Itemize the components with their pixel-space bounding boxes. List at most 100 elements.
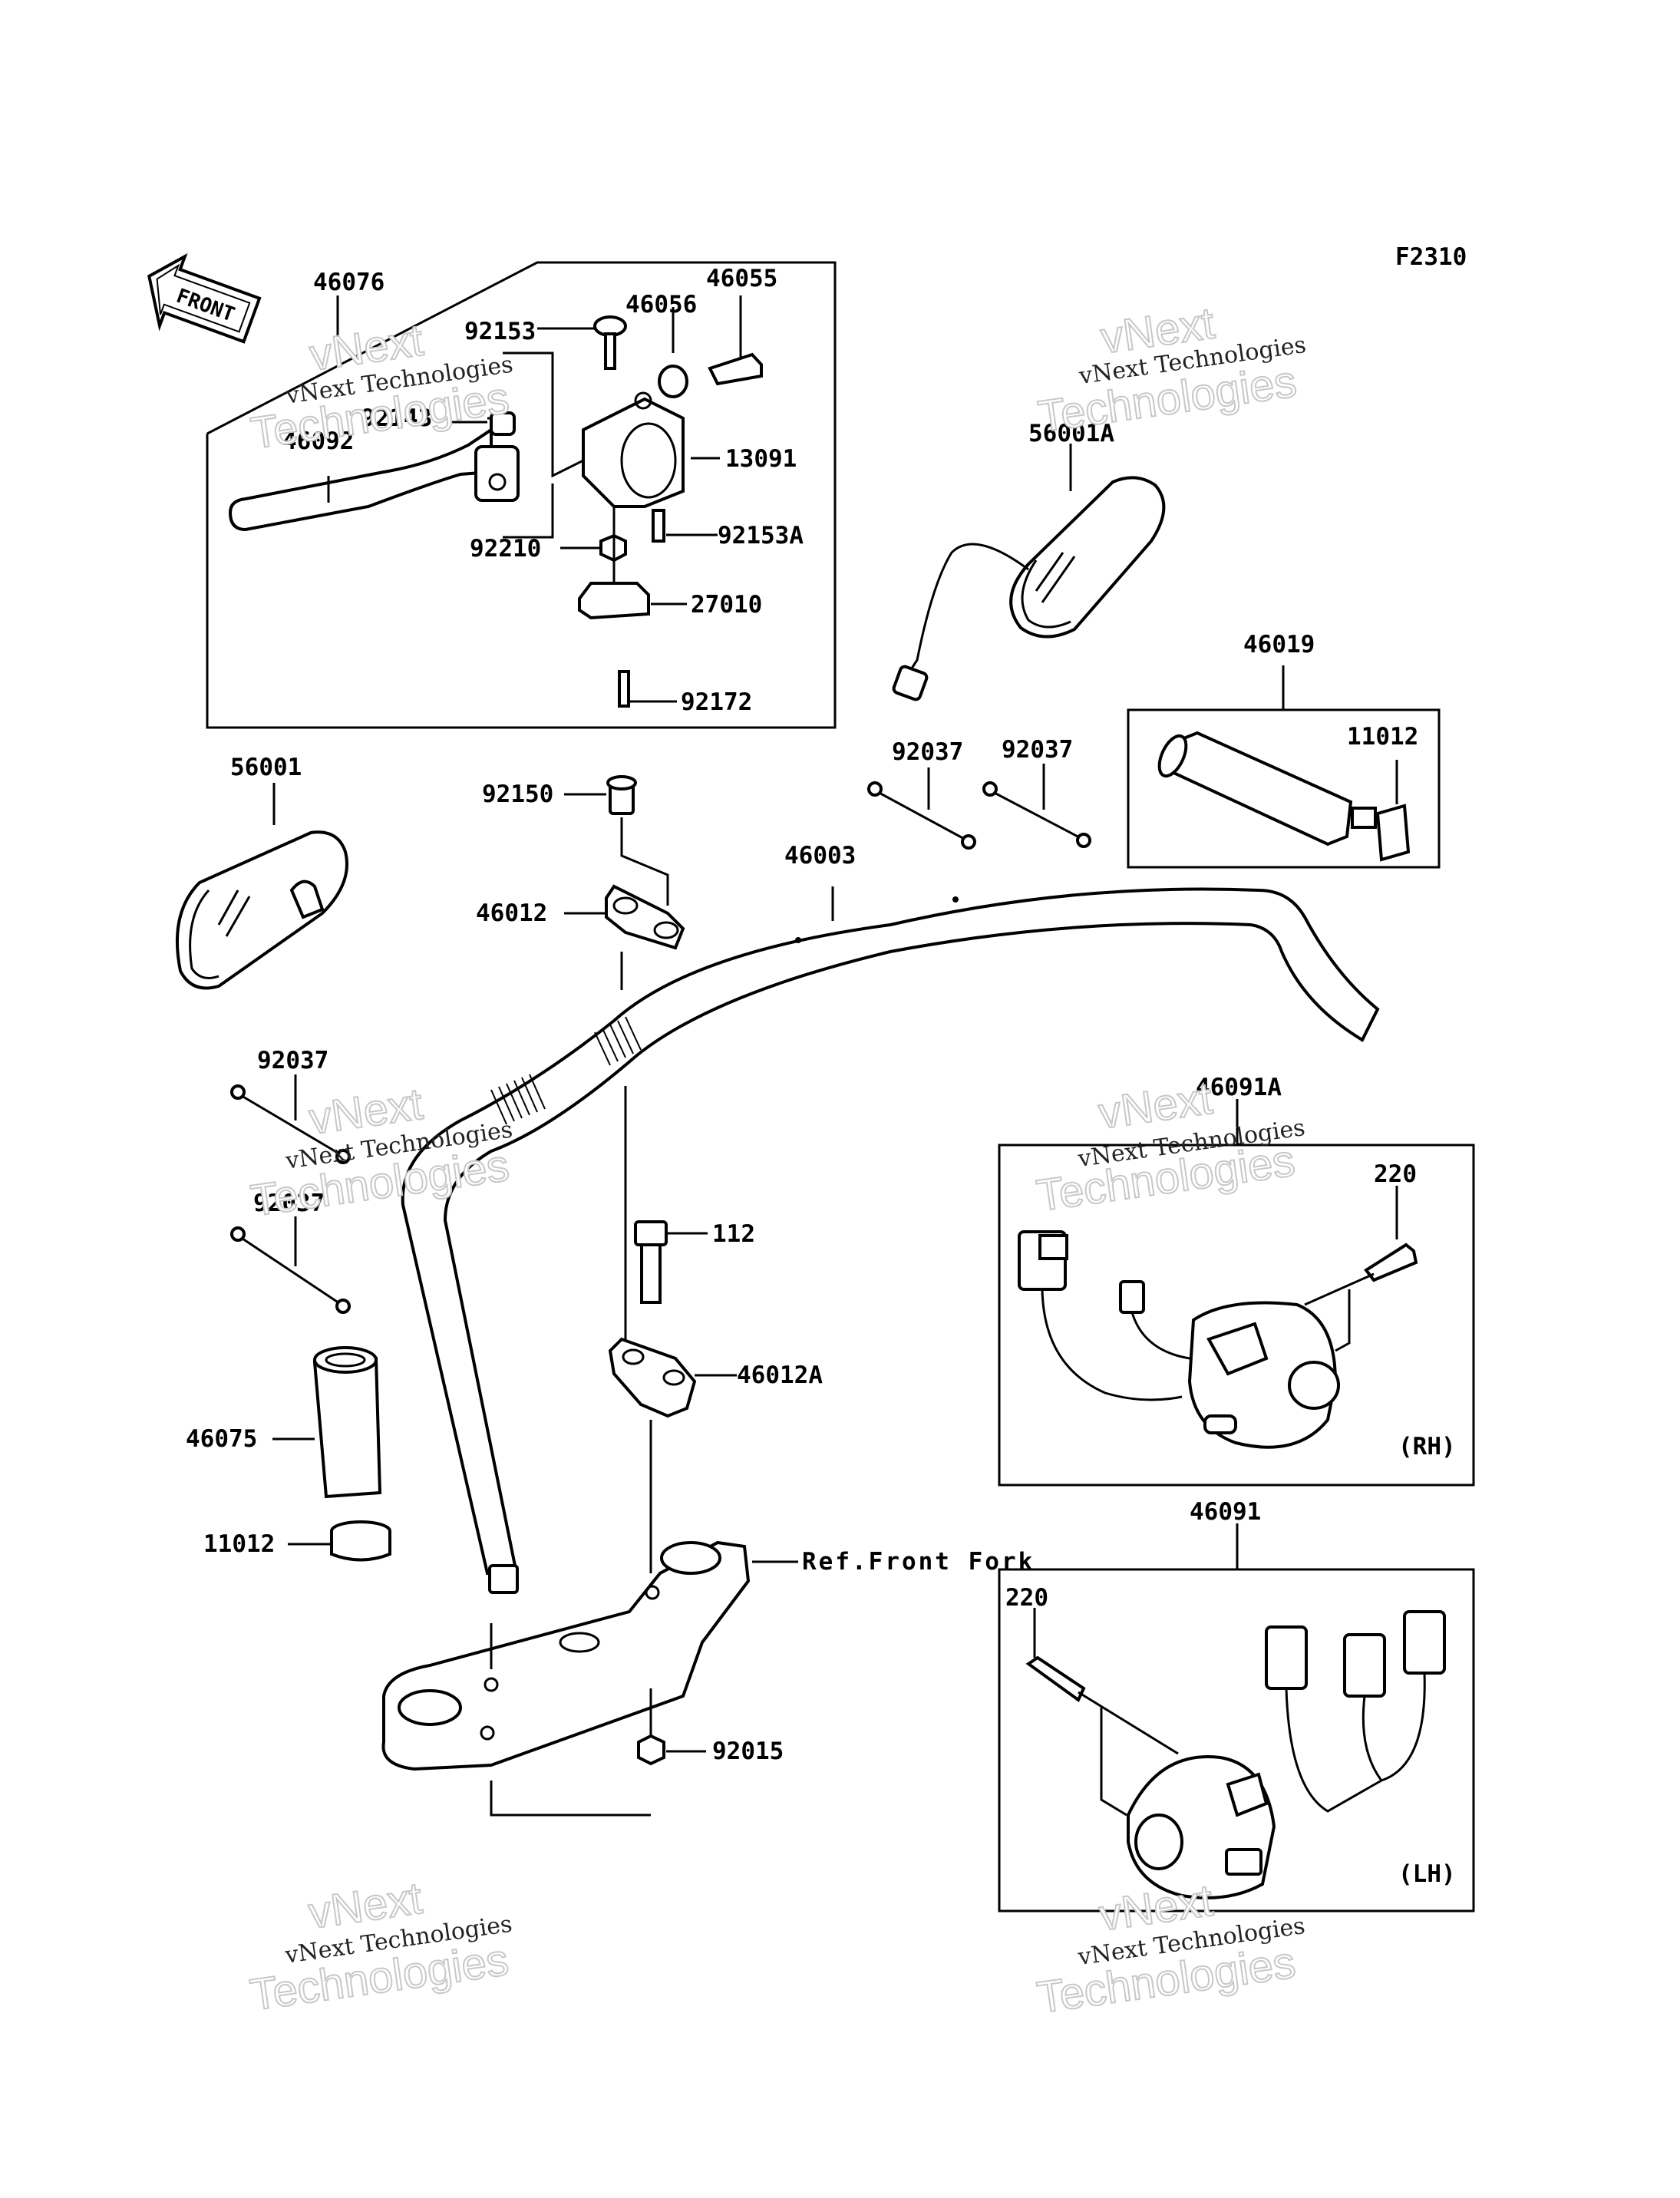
label-56001A: 56001A (1028, 420, 1114, 447)
triple-clamp-group: Ref.Front Fork 92015 (381, 1540, 1035, 1817)
label-92150: 92150 (482, 781, 553, 808)
triple-clamp (381, 1540, 751, 1771)
label-46055: 46055 (706, 265, 777, 292)
label-46012A: 46012A (737, 1361, 823, 1389)
holder-upper-group: 92150 46012 (476, 775, 685, 990)
label-92037-b: 92037 (1002, 736, 1073, 764)
lh-switch-bore (1134, 1814, 1183, 1870)
lever-pivot-hole (488, 473, 507, 491)
label-46091: 46091 (1190, 1498, 1261, 1526)
figure-code: F2310 (1395, 243, 1467, 271)
washer (658, 365, 688, 398)
holder-lower-bolt-head (634, 1220, 668, 1246)
watermark-tr: vNext Technologies vNext Technologies (1035, 297, 1308, 442)
holder-lower-group: 112 46012A (608, 1086, 823, 1573)
pivot-bolt-shank (604, 332, 616, 370)
handlebar-end (488, 1564, 519, 1594)
label-112: 112 (712, 1220, 755, 1248)
left-grip-group: 46075 11012 (186, 1346, 391, 1562)
rh-switch-bore (1288, 1361, 1340, 1410)
handlebar-group: 46003 (401, 842, 1380, 1594)
label-92143: 92143 (361, 404, 432, 432)
lh-dimmer-switch (1226, 1772, 1269, 1817)
mirror-left-group: 56001 (175, 754, 348, 990)
mirror-right-group: 56001A (892, 420, 1166, 701)
lever-assembly-frame (206, 261, 837, 729)
lh-side-label: (LH) (1398, 1860, 1456, 1888)
front-arrow-icon: FRONT (147, 252, 262, 344)
label-46091A: 46091A (1196, 1074, 1282, 1101)
label-27010: 27010 (691, 591, 762, 619)
left-grip-top (313, 1346, 378, 1374)
rh-connector-1-latch (1038, 1234, 1068, 1260)
lh-connector-2 (1343, 1633, 1386, 1698)
lh-connector-3 (1403, 1610, 1446, 1675)
label-220-lh: 220 (1005, 1584, 1048, 1612)
switch-screw (652, 509, 665, 543)
cable-ties-top-group: 92037 92037 (867, 736, 1091, 850)
lh-connector-1 (1265, 1625, 1308, 1690)
rh-switch-group: 46091A 220 (RH) (998, 1074, 1475, 1487)
label-46056: 46056 (625, 291, 697, 318)
rh-screw (1364, 1243, 1418, 1282)
label-92172: 92172 (681, 688, 752, 716)
right-grip-end (1157, 734, 1188, 778)
handlebar-knurl (490, 1016, 642, 1125)
lh-horn-button (1225, 1848, 1262, 1876)
grip-box-group: 46019 11012 (1127, 631, 1441, 869)
clamp-hole (634, 391, 652, 410)
watermark-bl: vNext Technologies vNext Technologies (246, 1873, 513, 2021)
holder-lower-bolt-shank (640, 1243, 662, 1304)
holder-upper (605, 884, 685, 950)
watermark-br: vNext Technologies vNext Technologies (1033, 1875, 1306, 2024)
label-46076: 46076 (313, 269, 385, 296)
label-11012-top: 11012 (1347, 723, 1418, 751)
label-92037-a: 92037 (892, 738, 963, 766)
cable-ties-left-group: 92037 92037 (230, 1047, 351, 1314)
label-92210: 92210 (470, 535, 541, 563)
clamp-bore (620, 422, 677, 499)
rh-start-button (1203, 1414, 1237, 1434)
label-220-rh: 220 (1374, 1160, 1417, 1188)
adjuster-screw (708, 352, 763, 386)
brake-light-switch (578, 582, 650, 620)
label-56001: 56001 (230, 754, 302, 781)
lever-assembly-group: FRONT (147, 252, 837, 729)
label-13091: 13091 (725, 445, 797, 473)
grip-end-cap-bottom (330, 1531, 391, 1562)
label-92015: 92015 (712, 1738, 784, 1765)
triple-clamp-side-bore (398, 1689, 462, 1726)
label-11012-bottom: 11012 (203, 1530, 275, 1558)
left-grip (312, 1356, 382, 1499)
rh-switch-button (1206, 1322, 1269, 1376)
mirror-right-mount (892, 665, 929, 701)
label-92153: 92153 (464, 318, 536, 345)
ref-front-fork: Ref.Front Fork (802, 1548, 1035, 1576)
label-46003: 46003 (784, 842, 856, 870)
triple-clamp-nut (637, 1734, 665, 1766)
rh-connector-2 (1119, 1280, 1145, 1314)
label-92153A: 92153A (718, 522, 804, 550)
grip-end-cap-top (1375, 804, 1411, 862)
label-46075: 46075 (186, 1425, 257, 1453)
label-46012: 46012 (476, 899, 547, 927)
lh-screw (1025, 1655, 1086, 1703)
right-grip (1168, 731, 1353, 847)
watermark-ml: vNext Technologies vNext Technologies (247, 1078, 514, 1227)
rh-side-label: (RH) (1398, 1433, 1456, 1460)
right-grip-stub (1351, 807, 1377, 829)
label-46092: 46092 (282, 427, 354, 455)
holder-lower (608, 1337, 697, 1418)
lh-switch-group: 46091 220 (LH) (998, 1498, 1475, 1913)
handlebar (401, 887, 1380, 1576)
mirror-left-mount (289, 880, 325, 919)
label-92037-d: 92037 (253, 1190, 325, 1217)
triple-clamp-top-bore (660, 1541, 721, 1575)
label-92037-c: 92037 (257, 1047, 328, 1074)
mirror-right-glass (1009, 476, 1166, 639)
switch-mount-screw (618, 670, 630, 708)
mirror-left-glass (175, 830, 348, 990)
label-46019: 46019 (1243, 631, 1315, 658)
collar (490, 411, 516, 436)
